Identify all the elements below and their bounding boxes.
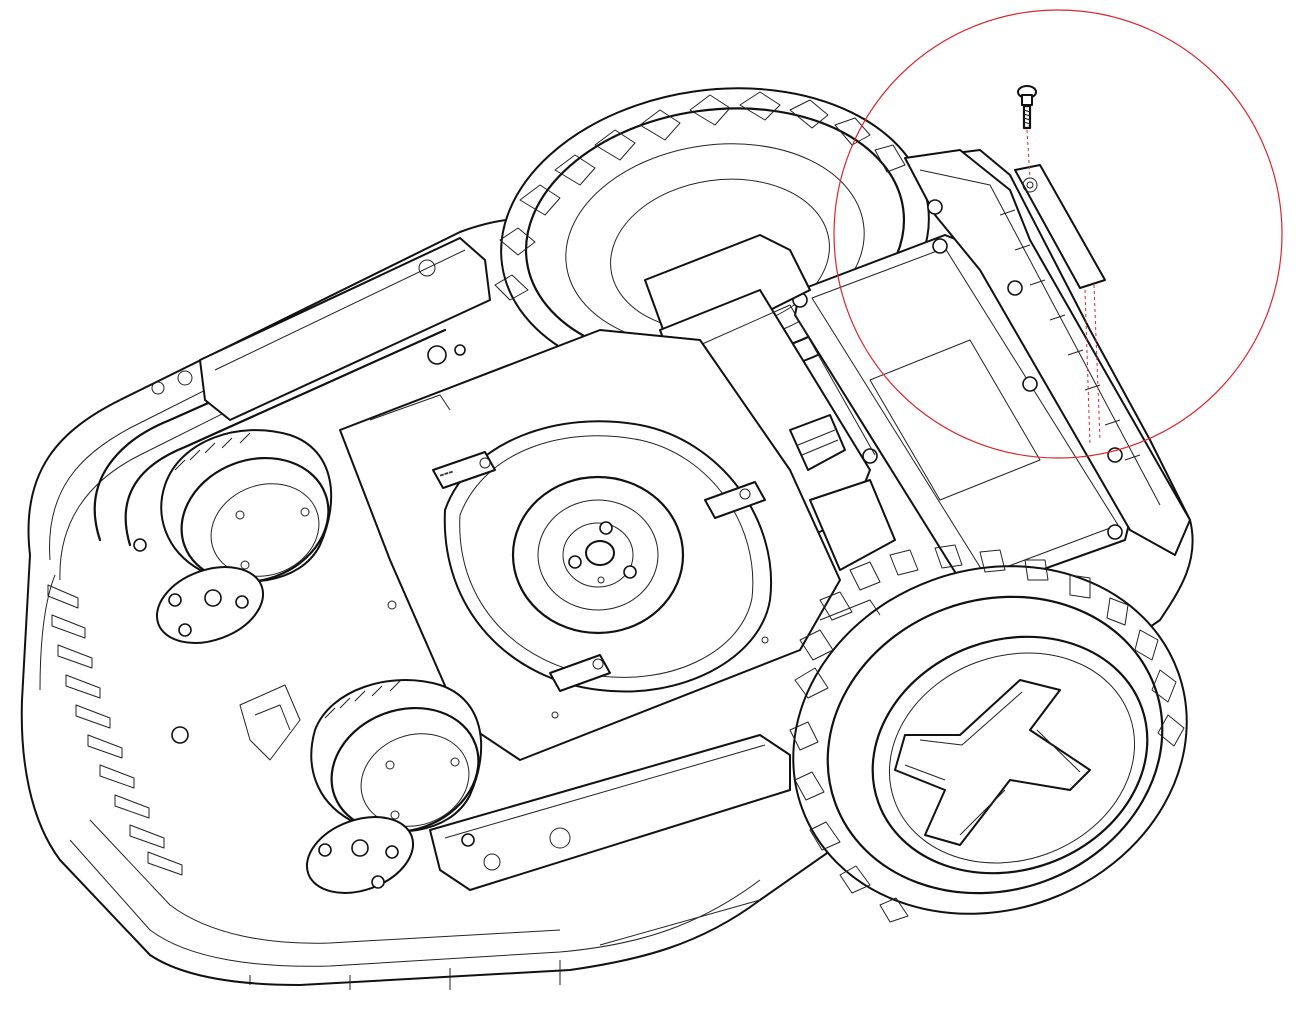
front-caster-wheel-upper [155,429,333,644]
chassis-details [369,394,881,719]
wheel-hub-cross [894,679,1091,846]
rear-wheel-bottom [789,544,1188,923]
lift-sensor-bracket [133,538,301,761]
cover-strip [1014,164,1106,289]
svg-text:▬▬▬: ▬▬▬ [439,469,455,479]
tire-tread-top [494,91,906,301]
motor-housing [644,234,896,571]
front-caster-wheel-lower [305,679,483,894]
lower-arm-bracket [429,734,791,891]
blade-disc [339,329,841,761]
tire-tread-bottom [789,544,1185,923]
screw-alignment-lines [1026,129,1101,446]
right-side-rail [904,149,1191,556]
front-bumper-ribs [47,584,183,876]
cutting-blades: ▬▬▬ [432,451,766,692]
highlight-circle [833,9,1283,459]
upper-arm-bracket [199,237,491,421]
screw [1017,85,1037,130]
carry-handle [93,298,447,547]
